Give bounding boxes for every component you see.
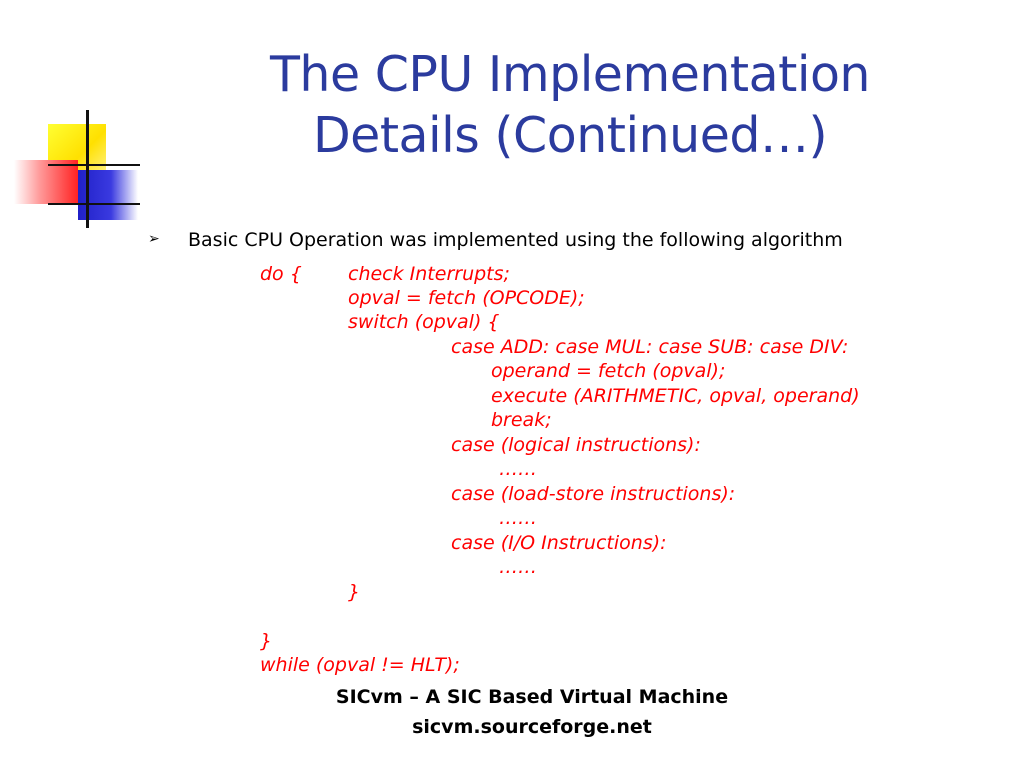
code-line: }: [348, 581, 361, 603]
code-line: execute (ARITHMETIC, opval, operand): [491, 385, 860, 407]
code-line: case (logical instructions):: [451, 434, 701, 456]
code-line: ……: [499, 556, 537, 578]
slide-logo-decoration: [0, 0, 140, 240]
vertical-line-shape: [86, 110, 89, 228]
code-line: check Interrupts;: [348, 263, 510, 285]
code-line: case (I/O Instructions):: [451, 532, 667, 554]
code-line: case (load-store instructions):: [451, 483, 736, 505]
slide-title-line-2: Details (Continued…): [312, 107, 828, 164]
code-line: break;: [491, 409, 552, 431]
code-line: operand = fetch (opval);: [491, 360, 726, 382]
code-line: do {: [260, 263, 302, 285]
slide-title: The CPU Implementation Details (Continue…: [150, 44, 990, 166]
footer-url: sicvm.sourceforge.net: [412, 716, 652, 738]
code-line: while (opval != HLT);: [260, 654, 460, 676]
horizontal-line-shape: [48, 164, 140, 166]
code-line: ……: [499, 458, 537, 480]
code-line: switch (opval) {: [348, 311, 500, 333]
bullet-text: Basic CPU Operation was implemented usin…: [188, 229, 843, 251]
code-line: case ADD: case MUL: case SUB: case DIV:: [451, 336, 849, 358]
code-line: opval = fetch (OPCODE);: [348, 287, 585, 309]
red-square-shape: [14, 160, 78, 204]
horizontal-line-shape: [48, 203, 140, 205]
slide-title-line-1: The CPU Implementation: [270, 46, 871, 103]
footer-title: SICvm – A SIC Based Virtual Machine: [335, 686, 729, 708]
arrow-bullet-icon: ➢: [148, 231, 160, 247]
code-line: }: [260, 630, 273, 652]
code-line: ……: [499, 507, 537, 529]
